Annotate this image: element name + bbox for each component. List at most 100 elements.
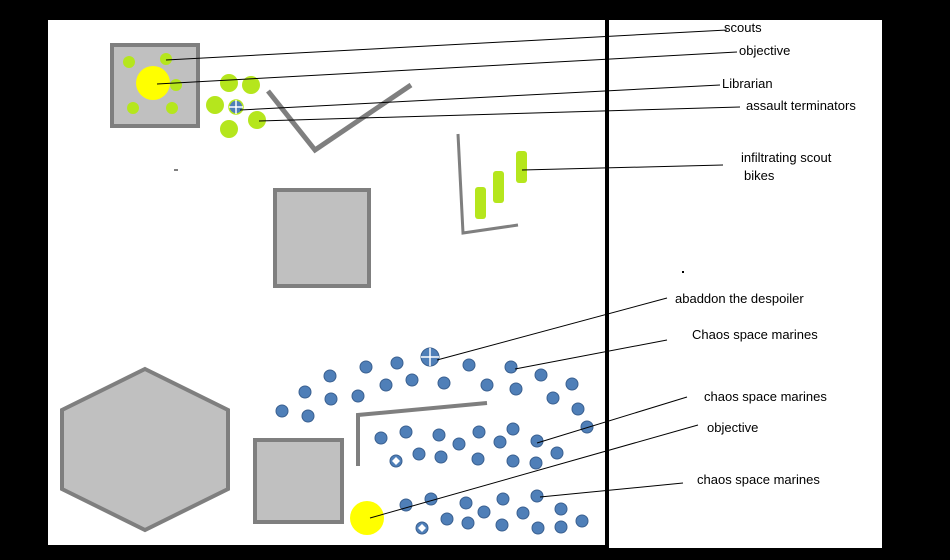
chaos-marine-token	[530, 434, 544, 448]
chaos-marine-token	[459, 496, 473, 510]
scout-token	[160, 53, 172, 65]
terminator-token	[248, 111, 266, 129]
chaos-marine-token	[437, 376, 451, 390]
assault-terminators-squad	[206, 74, 266, 138]
chaos-sergeant-token	[415, 521, 429, 535]
label-chaos-1: Chaos space marines	[692, 327, 818, 342]
librarian-token	[228, 99, 244, 115]
wall-bottom	[356, 401, 488, 466]
label-scout-bikes-line2: bikes	[744, 168, 775, 183]
chaos-marine-token	[461, 516, 475, 530]
diamond-token-icon	[392, 457, 400, 465]
chaos-marine-token	[298, 385, 312, 399]
hexagon-terrain	[60, 366, 230, 533]
chaos-marine-token	[440, 512, 454, 526]
terminator-token	[220, 74, 238, 92]
chaos-marine-token	[530, 489, 544, 503]
label-abaddon: abaddon the despoiler	[675, 291, 804, 306]
chaos-marine-token	[546, 391, 560, 405]
chaos-marines-army	[275, 356, 594, 535]
chaos-marine-token	[472, 425, 486, 439]
terminator-token	[242, 76, 260, 94]
label-assault-terminators: assault terminators	[746, 98, 856, 113]
chaos-marine-token	[496, 492, 510, 506]
stray-dot	[682, 271, 684, 273]
wall-l-shape	[456, 133, 519, 235]
scout-token	[166, 102, 178, 114]
chaos-marine-token	[323, 369, 337, 383]
chaos-marine-token	[531, 521, 545, 535]
chaos-marine-token	[509, 382, 523, 396]
chaos-marine-token	[379, 378, 393, 392]
leader-lines	[156, 29, 741, 519]
scout-bike-token	[516, 151, 527, 183]
objective-marker-bottom	[350, 501, 384, 535]
chaos-marine-token	[571, 402, 585, 416]
chaos-marine-token	[516, 506, 530, 520]
scout-token	[170, 79, 182, 91]
objective-marker-top	[136, 66, 170, 100]
chaos-marine-token	[480, 378, 494, 392]
chaos-marine-token	[554, 520, 568, 534]
chaos-marine-token	[351, 389, 365, 403]
chaos-marine-token	[390, 356, 404, 370]
chaos-marine-token	[529, 456, 543, 470]
chaos-marine-token	[405, 373, 419, 387]
label-chaos-3: chaos space marines	[697, 472, 820, 487]
leader-line-librarian	[239, 84, 721, 111]
leader-line-scout-bikes	[521, 164, 724, 171]
terminator-token	[206, 96, 224, 114]
chaos-marine-token	[554, 502, 568, 516]
chaos-marine-token	[374, 431, 388, 445]
chaos-marine-token	[495, 518, 509, 532]
chaos-marine-token	[452, 437, 466, 451]
scout-token	[127, 102, 139, 114]
leader-line-scouts	[165, 29, 728, 61]
leader-line-chaos-3	[539, 482, 684, 498]
leader-line-objective-top	[156, 51, 738, 85]
chaos-marine-token	[493, 435, 507, 449]
chaos-sergeant-token	[389, 454, 403, 468]
chaos-marine-token	[575, 514, 589, 528]
chaos-marine-token	[506, 422, 520, 436]
label-scout-bikes-line1: infiltrating scout	[741, 150, 832, 165]
chaos-marine-token	[434, 450, 448, 464]
label-objective-top: objective	[739, 43, 790, 58]
chaos-marine-token	[412, 447, 426, 461]
scout-token	[123, 56, 135, 68]
leader-line-abaddon	[436, 297, 668, 361]
chaos-marine-token	[504, 360, 518, 374]
chaos-marine-token	[301, 409, 315, 423]
leader-line-assault-terminators	[258, 106, 741, 122]
ruin-terrain-bottom	[253, 438, 344, 524]
scout-bike-token	[475, 187, 486, 219]
label-objective-bottom: objective	[707, 420, 758, 435]
chaos-marine-token	[477, 505, 491, 519]
leader-line-objective-bottom	[369, 424, 699, 519]
chaos-marine-token	[324, 392, 338, 406]
chaos-marine-token	[565, 377, 579, 391]
label-panel	[609, 20, 882, 548]
label-chaos-2: chaos space marines	[704, 389, 827, 404]
scout-bike-token	[493, 171, 504, 203]
chaos-marine-token	[462, 358, 476, 372]
chaos-marine-token	[399, 498, 413, 512]
chaos-marine-token	[550, 446, 564, 460]
leader-line-chaos-2	[536, 396, 688, 444]
chaos-marine-token	[580, 420, 594, 434]
abaddon-token	[420, 347, 440, 367]
chaos-marine-token	[399, 425, 413, 439]
chaos-marine-token	[275, 404, 289, 418]
label-librarian: Librarian	[722, 76, 773, 91]
terminator-token	[220, 120, 238, 138]
diamond-token-icon	[418, 524, 426, 532]
chaos-marine-token	[506, 454, 520, 468]
scout-bikes-squad	[475, 151, 527, 219]
label-scouts: scouts	[724, 20, 762, 35]
ruin-terrain-center	[273, 188, 371, 288]
chaos-marine-token	[359, 360, 373, 374]
chaos-marine-token	[471, 452, 485, 466]
chaos-marine-token	[534, 368, 548, 382]
chaos-marine-token	[432, 428, 446, 442]
